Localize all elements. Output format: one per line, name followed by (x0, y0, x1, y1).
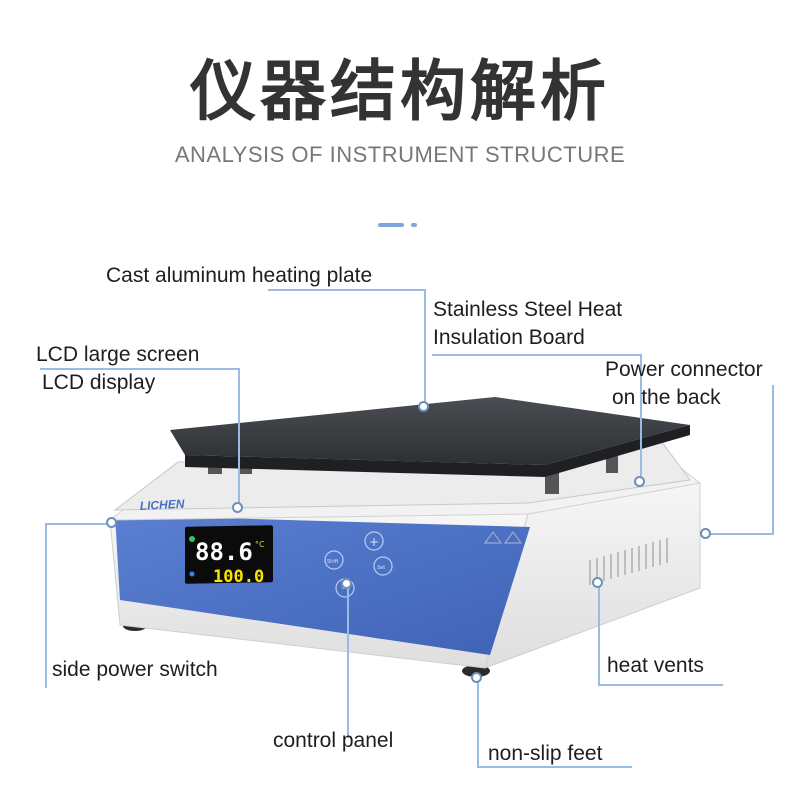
leader-power-connector-v (772, 385, 774, 535)
leader-insulation-v (640, 354, 642, 480)
heat-vents-grille (589, 538, 668, 585)
leader-switch-h (45, 523, 107, 525)
leader-vents-v (598, 583, 600, 686)
title-divider (378, 223, 404, 227)
label-power-connector-2: on the back (612, 386, 721, 409)
label-heating-plate: Cast aluminum heating plate (106, 264, 373, 287)
label-insulation-2: Insulation Board (433, 326, 585, 349)
leader-feet-h (477, 766, 632, 768)
display-top-value: 88.6 (195, 538, 253, 566)
label-feet: non-slip feet (488, 742, 603, 765)
heating-plate-top (170, 397, 690, 465)
point-vents (592, 577, 603, 588)
heating-plate-edge (185, 425, 690, 477)
label-heat-vents: heat vents (607, 654, 704, 677)
leader-lcd-v (238, 368, 240, 506)
leader-feet-v (477, 678, 479, 768)
brand-logo: LICHEN (139, 497, 185, 513)
leader-heating-plate-v (424, 289, 426, 407)
point-lcd (232, 502, 243, 513)
button-plus (364, 531, 384, 551)
label-lcd-2: LCD display (42, 371, 156, 394)
svg-text:+: + (369, 535, 379, 549)
button-set-label: Set (377, 565, 385, 571)
point-power-connector (700, 528, 711, 539)
point-heating-plate (418, 401, 429, 412)
button-shift-label: Shift (327, 559, 338, 565)
label-side-switch: side power switch (52, 658, 218, 681)
display-top-unit: °C (255, 540, 265, 549)
button-shift (324, 550, 344, 570)
point-switch (106, 517, 117, 528)
point-control-panel (341, 578, 352, 589)
title-divider-dot (411, 223, 417, 227)
leader-lcd-h (40, 368, 240, 370)
label-control-panel: control panel (273, 729, 394, 752)
leader-heating-plate-h (268, 289, 426, 291)
point-insulation (634, 476, 645, 487)
leader-power-connector-h (707, 533, 774, 535)
label-lcd-1: LCD large screen (36, 343, 200, 366)
leader-vents-h (598, 684, 723, 686)
label-insulation-1: Stainless Steel Heat (433, 298, 623, 321)
leader-switch-v (45, 523, 47, 688)
leader-control-panel-v (347, 583, 349, 738)
button-set (373, 556, 393, 576)
page-subtitle: ANALYSIS OF INSTRUMENT STRUCTURE (174, 142, 626, 167)
label-power-connector-1: Power connector (605, 358, 763, 381)
point-feet (471, 672, 482, 683)
lcd-display (185, 525, 273, 584)
page-title: 仪器结构解析 (190, 53, 610, 130)
leader-insulation-h (432, 354, 642, 356)
display-bottom-value: 100.0 (213, 567, 264, 587)
